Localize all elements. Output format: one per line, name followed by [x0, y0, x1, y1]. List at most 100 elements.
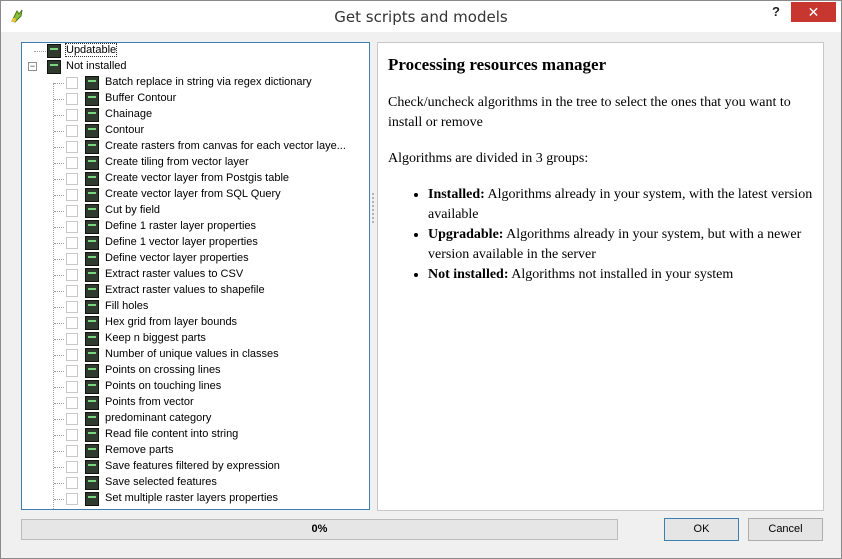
- tree-item-row[interactable]: Cut by field: [22, 203, 352, 219]
- tree-group-row[interactable]: Updatable: [22, 43, 352, 59]
- item-checkbox[interactable]: [66, 333, 78, 345]
- script-icon: [85, 332, 99, 346]
- tree-item-row[interactable]: Extract raster values to shapefile: [22, 283, 352, 299]
- item-checkbox[interactable]: [66, 365, 78, 377]
- tree-item-row[interactable]: Read file content into string: [22, 427, 352, 443]
- tree-connector: [54, 99, 64, 100]
- bullet-text: Algorithms already in your system, with …: [428, 187, 813, 222]
- tree-item-row[interactable]: Define 1 vector layer properties: [22, 235, 352, 251]
- list-item: Installed: Algorithms already in your sy…: [428, 185, 813, 225]
- splitter-handle[interactable]: [371, 191, 375, 251]
- tree-item-row[interactable]: Points from vector: [22, 395, 352, 411]
- bullet-text: Algorithms already in your system, but w…: [428, 227, 802, 262]
- script-icon: [85, 348, 99, 362]
- item-checkbox[interactable]: [66, 317, 78, 329]
- close-button[interactable]: ✕: [791, 2, 836, 22]
- item-checkbox[interactable]: [66, 141, 78, 153]
- tree-connector: [54, 403, 64, 404]
- tree-connector: [54, 355, 64, 356]
- script-folder-icon: [47, 60, 61, 74]
- item-checkbox[interactable]: [66, 301, 78, 313]
- tree-item-label: Create vector layer from SQL Query: [105, 188, 281, 200]
- tree-item-row[interactable]: Hex grid from layer bounds: [22, 315, 352, 331]
- item-checkbox[interactable]: [66, 269, 78, 281]
- script-icon: [85, 220, 99, 234]
- item-checkbox[interactable]: [66, 397, 78, 409]
- item-checkbox[interactable]: [66, 413, 78, 425]
- item-checkbox[interactable]: [66, 221, 78, 233]
- tree-item-label: Fill holes: [105, 300, 149, 312]
- item-checkbox[interactable]: [66, 173, 78, 185]
- item-checkbox[interactable]: [66, 157, 78, 169]
- item-checkbox[interactable]: [66, 445, 78, 457]
- tree-item-label: Hex grid from layer bounds: [105, 316, 238, 328]
- tree-item-row[interactable]: Save features filtered by expression: [22, 459, 352, 475]
- item-checkbox[interactable]: [66, 381, 78, 393]
- tree-item-label: Save features filtered by expression: [105, 460, 280, 472]
- item-checkbox[interactable]: [66, 77, 78, 89]
- tree-item-row[interactable]: predominant category: [22, 411, 352, 427]
- description-heading: Processing resources manager: [388, 55, 607, 74]
- tree-item-row[interactable]: Points on touching lines: [22, 379, 352, 395]
- tree-connector: [54, 371, 64, 372]
- tree-connector: [54, 227, 64, 228]
- cancel-button[interactable]: Cancel: [748, 518, 823, 541]
- tree-item-row[interactable]: Create rasters from canvas for each vect…: [22, 139, 352, 155]
- tree-group-row[interactable]: −Not installed: [22, 59, 352, 75]
- item-checkbox[interactable]: [66, 237, 78, 249]
- tree-item-row[interactable]: Remove parts: [22, 443, 352, 459]
- script-icon: [85, 444, 99, 458]
- tree-item-row[interactable]: Keep n biggest parts: [22, 331, 352, 347]
- tree-item-label: Define 1 raster layer properties: [105, 220, 257, 232]
- tree-connector: [54, 211, 64, 212]
- tree-item-row[interactable]: Chainage: [22, 107, 352, 123]
- tree-group-label: Updatable: [64, 43, 118, 57]
- tree-item-label: Create vector layer from Postgis table: [105, 172, 290, 184]
- item-checkbox[interactable]: [66, 285, 78, 297]
- item-checkbox[interactable]: [66, 493, 78, 505]
- tree-item-row[interactable]: Fill holes: [22, 299, 352, 315]
- tree-item-row[interactable]: Batch replace in string via regex dictio…: [22, 75, 352, 91]
- script-icon: [85, 412, 99, 426]
- item-checkbox[interactable]: [66, 253, 78, 265]
- item-checkbox[interactable]: [66, 205, 78, 217]
- tree-item-row[interactable]: Set multiple raster layers properties: [22, 491, 352, 507]
- tree-connector: [54, 483, 64, 484]
- item-checkbox[interactable]: [66, 461, 78, 473]
- script-icon: [85, 108, 99, 122]
- tree-item-label: Extract raster values to shapefile: [105, 284, 265, 296]
- item-checkbox[interactable]: [66, 125, 78, 137]
- tree-item-row[interactable]: Contour: [22, 123, 352, 139]
- tree-item-label: Define 1 vector layer properties: [105, 236, 258, 248]
- item-checkbox[interactable]: [66, 349, 78, 361]
- tree-connector: [54, 83, 64, 84]
- tree-item-row[interactable]: Create vector layer from Postgis table: [22, 171, 352, 187]
- tree-item-row[interactable]: Create tiling from vector layer: [22, 155, 352, 171]
- tree-item-row[interactable]: Define vector layer properties: [22, 251, 352, 267]
- collapse-icon[interactable]: −: [28, 61, 37, 71]
- ok-button[interactable]: OK: [664, 518, 739, 541]
- tree-connector: [54, 163, 64, 164]
- item-checkbox[interactable]: [66, 93, 78, 105]
- item-checkbox[interactable]: [66, 477, 78, 489]
- list-item: Upgradable: Algorithms already in your s…: [428, 225, 813, 265]
- tree-item-row[interactable]: Extract raster values to CSV: [22, 267, 352, 283]
- tree-item-row[interactable]: Buffer Contour: [22, 91, 352, 107]
- tree-connector: [54, 195, 64, 196]
- tree-item-row[interactable]: Save selected features: [22, 475, 352, 491]
- tree-item-label: Define vector layer properties: [105, 252, 249, 264]
- tree-item-row[interactable]: Create vector layer from SQL Query: [22, 187, 352, 203]
- tree-connector: [54, 467, 64, 468]
- script-icon: [85, 492, 99, 506]
- tree-item-row[interactable]: Number of unique values in classes: [22, 347, 352, 363]
- item-checkbox[interactable]: [66, 109, 78, 121]
- tree-item-row[interactable]: Points on crossing lines: [22, 363, 352, 379]
- help-button[interactable]: ?: [772, 4, 780, 19]
- item-checkbox[interactable]: [66, 189, 78, 201]
- tree-item-row[interactable]: Define 1 raster layer properties: [22, 219, 352, 235]
- script-icon: [85, 204, 99, 218]
- tree-item-label: Number of unique values in classes: [105, 348, 279, 360]
- item-checkbox[interactable]: [66, 429, 78, 441]
